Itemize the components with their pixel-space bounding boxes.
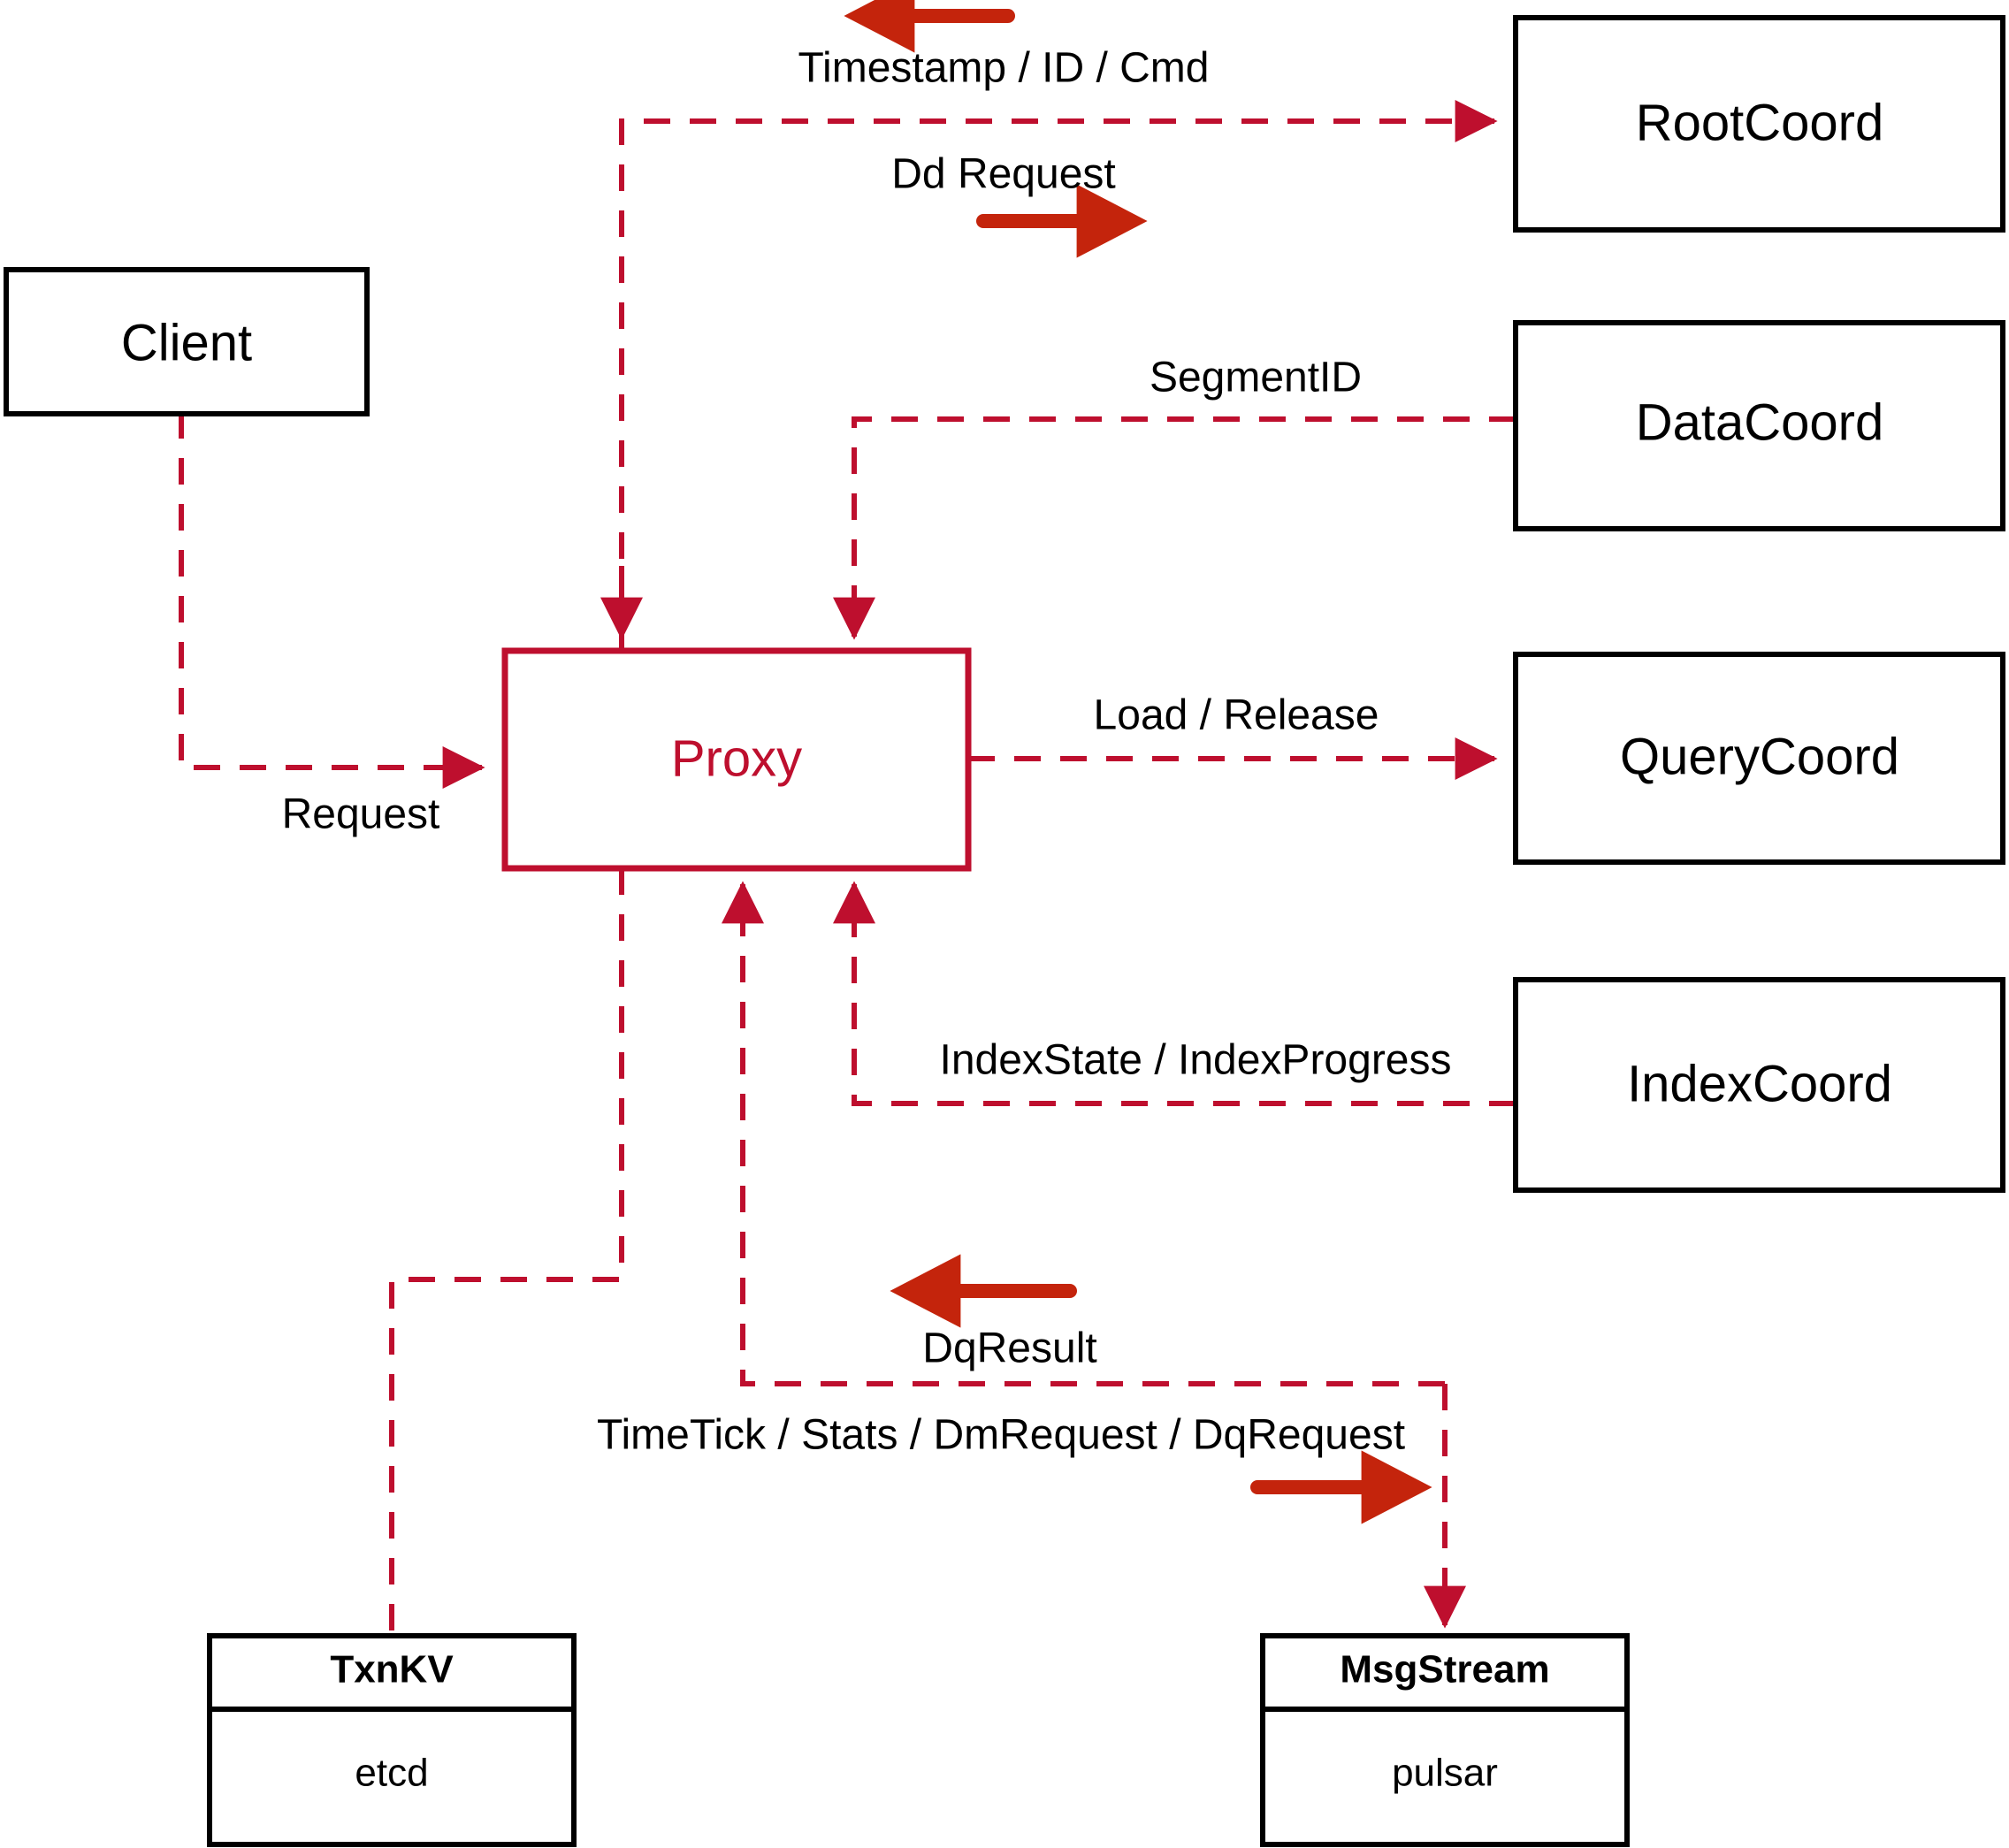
edge-indexcoord-to-proxy <box>833 881 1516 1106</box>
node-rootcoord[interactable]: RootCoord <box>1513 15 2005 233</box>
node-querycoord[interactable]: QueryCoord <box>1513 652 2005 865</box>
node-proxy-label: Proxy <box>671 729 802 787</box>
node-datacoord-label: DataCoord <box>1636 393 1883 451</box>
node-querycoord-label: QueryCoord <box>1620 728 1899 785</box>
node-client[interactable]: Client <box>4 267 370 416</box>
edge-label-dd-request: Dd Request <box>891 151 1115 198</box>
edge-label-dq-result: DqResult <box>922 1325 1096 1372</box>
edge-label-request: Request <box>282 791 440 838</box>
node-client-label: Client <box>121 314 252 371</box>
node-txnkv-title: TxnKV <box>330 1648 454 1691</box>
edge-client-to-proxy <box>179 412 485 789</box>
node-indexcoord[interactable]: IndexCoord <box>1513 977 2005 1193</box>
edge-label-timestamp-id-cmd: Timestamp / ID / Cmd <box>798 45 1210 92</box>
edge-label-timetick-stats: TimeTick / Stats / DmRequest / DqRequest <box>597 1412 1405 1459</box>
edge-msgstream-to-proxy <box>722 881 1445 1386</box>
node-indexcoord-label: IndexCoord <box>1627 1055 1892 1112</box>
node-msgstream-title: MsgStream <box>1340 1648 1549 1691</box>
edge-label-index-state-progress: IndexState / IndexProgress <box>940 1037 1452 1084</box>
node-txnkv[interactable]: TxnKV etcd <box>207 1633 577 1847</box>
node-txnkv-body: etcd <box>355 1752 428 1795</box>
node-rootcoord-label: RootCoord <box>1636 94 1883 151</box>
node-datacoord[interactable]: DataCoord <box>1513 320 2005 531</box>
node-proxy[interactable]: Proxy <box>501 647 972 872</box>
edge-datacoord-to-proxy <box>833 416 1516 640</box>
node-msgstream-body: pulsar <box>1392 1752 1498 1795</box>
edge-label-segment-id: SegmentID <box>1150 355 1362 401</box>
node-msgstream[interactable]: MsgStream pulsar <box>1260 1633 1630 1847</box>
edge-proxy-to-txnkv <box>389 868 624 1636</box>
edge-proxy-to-rootcoord <box>619 100 1498 651</box>
edge-label-load-release: Load / Release <box>1094 692 1379 739</box>
